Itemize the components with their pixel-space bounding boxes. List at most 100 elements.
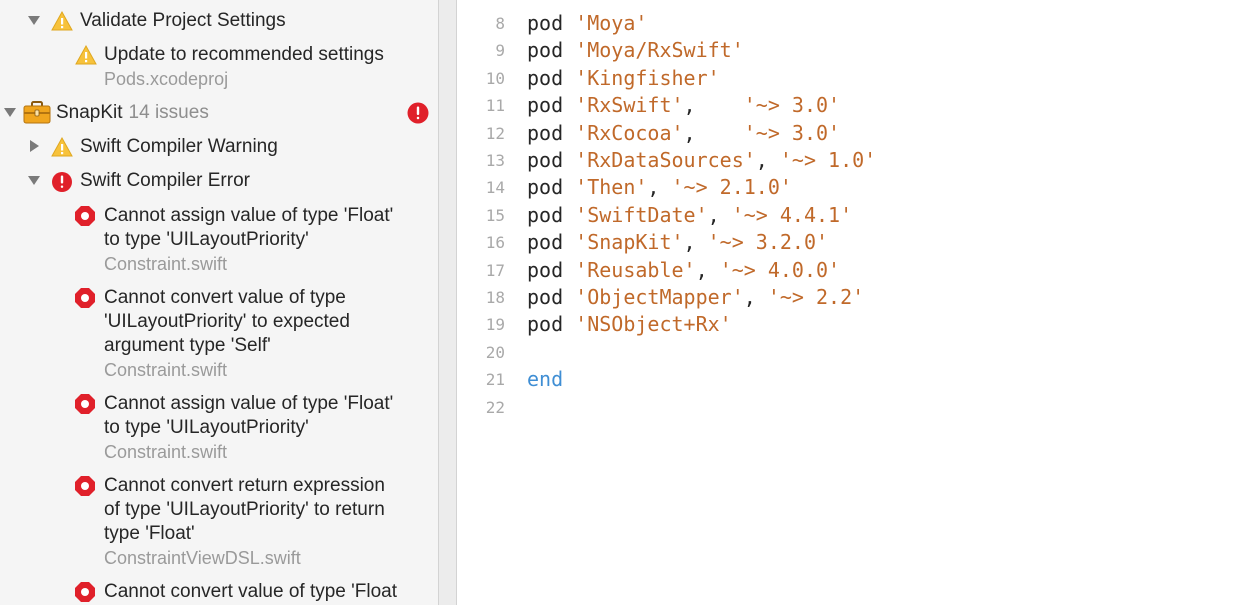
string-token: 'RxDataSources': [575, 148, 756, 172]
code-text: pod 'Reusable', '~> 4.0.0': [527, 257, 840, 284]
issue-file: Constraint.swift: [104, 442, 228, 462]
group-title: Swift Compiler Error: [80, 170, 250, 191]
line-number: 21: [485, 370, 505, 390]
string-token: '~> 3.0': [743, 120, 841, 145]
issue-count-label: 14 issues: [128, 102, 209, 123]
punctuation-token: ,: [647, 175, 672, 200]
line-number: 20: [485, 342, 505, 362]
error-icon: [51, 171, 73, 192]
line-number: 17: [485, 260, 505, 280]
keyword-token: pod: [527, 93, 576, 118]
group-swift-compiler-error[interactable]: Swift Compiler Error: [0, 168, 438, 194]
code-line[interactable]: 13 pod 'RxDataSources', '~> 1.0': [457, 147, 1240, 174]
string-token: 'Reusable': [575, 257, 696, 282]
disclosure-expanded-icon[interactable]: [28, 168, 42, 194]
disclosure-collapsed-icon[interactable]: [28, 134, 42, 160]
code-line[interactable]: 17 pod 'Reusable', '~> 4.0.0': [457, 257, 1240, 284]
project-name: SnapKit: [56, 102, 123, 123]
string-token: 'SwiftDate': [575, 202, 708, 227]
issue-message: Cannot convert return expression of type…: [104, 475, 385, 544]
keyword-token: pod: [527, 38, 576, 63]
code-text: pod 'Kingfisher': [527, 65, 720, 92]
keyword-token: pod: [527, 120, 576, 145]
issue-navigator[interactable]: Validate Project Settings Update to reco…: [0, 0, 438, 605]
code-line[interactable]: 8 pod 'Moya': [457, 10, 1240, 37]
split-view-divider[interactable]: [438, 0, 457, 605]
string-token: 'ObjectMapper': [575, 285, 744, 309]
punctuation-token: ,: [695, 257, 720, 282]
punctuation-token: ,: [683, 230, 708, 255]
string-token: 'RxCocoa': [575, 120, 684, 145]
line-number: 13: [485, 151, 505, 170]
code-text: pod 'Moya/RxSwift': [527, 37, 744, 64]
issue-file: Constraint.swift: [104, 254, 228, 274]
string-token: 'Then': [575, 175, 648, 200]
issue-message: Cannot convert value of type 'Float: [104, 581, 398, 602]
code-line[interactable]: 9 pod 'Moya/RxSwift': [457, 37, 1240, 64]
issue-message: Cannot assign value of type 'Float' to t…: [104, 393, 394, 438]
keyword-token: pod: [527, 148, 576, 172]
string-token: '~> 4.4.1': [731, 202, 853, 227]
warning-icon: [51, 11, 73, 31]
code-line[interactable]: 11 pod 'RxSwift', '~> 3.0': [457, 92, 1240, 119]
punctuation-token: ,: [743, 285, 768, 309]
line-number: 10: [485, 68, 505, 88]
code-text: pod 'SnapKit', '~> 3.2.0': [527, 229, 828, 256]
code-text: pod 'RxSwift', '~> 3.0': [527, 92, 840, 119]
code-line[interactable]: 20: [457, 339, 1240, 366]
issue-file: Pods.xcodeproj: [104, 69, 229, 89]
group-validate-project-settings[interactable]: Validate Project Settings: [0, 8, 438, 34]
punctuation-token: ,: [683, 120, 744, 145]
code-line[interactable]: 21 end: [457, 366, 1240, 393]
punctuation-token: ,: [707, 202, 732, 227]
line-number: 11: [485, 96, 505, 116]
string-token: '~> 2.1.0': [671, 175, 792, 200]
code-text: pod 'Moya': [527, 10, 647, 37]
issue-file: Constraint.swift: [104, 360, 228, 380]
code-line[interactable]: 22: [457, 394, 1240, 421]
issue-message: Update to recommended settings: [104, 44, 384, 65]
error-octagon-icon: [75, 582, 95, 602]
string-token: 'SnapKit': [575, 230, 684, 255]
string-token: 'Kingfisher': [575, 65, 720, 90]
punctuation-token: ,: [755, 148, 780, 172]
line-number: 8: [495, 14, 505, 33]
error-octagon-icon: [75, 476, 95, 496]
line-number: 14: [485, 178, 505, 198]
string-token: '~> 2.2': [767, 285, 865, 309]
error-badge-icon: [407, 102, 429, 124]
source-editor[interactable]: 8 pod 'Moya' 9 pod 'Moya/RxSwift' 10 pod 'Kin…: [457, 0, 1240, 605]
string-token: '~> 4.0.0': [719, 257, 841, 282]
string-token: 'NSObject+Rx': [575, 312, 732, 337]
code-text: pod 'RxDataSources', '~> 1.0': [527, 147, 876, 174]
string-token: 'Moya': [575, 11, 648, 35]
keyword-token: pod: [527, 285, 576, 309]
code-line[interactable]: 14 pod 'Then', '~> 2.1.0': [457, 174, 1240, 201]
code-text: pod 'NSObject+Rx': [527, 311, 732, 338]
code-text: end: [527, 366, 563, 393]
error-octagon-icon: [75, 206, 95, 226]
code-text: pod 'ObjectMapper', '~> 2.2': [527, 284, 864, 311]
keyword-token: pod: [527, 312, 576, 337]
keyword-token: pod: [527, 202, 576, 227]
line-number: 9: [495, 41, 505, 61]
keyword-token: pod: [527, 175, 576, 200]
code-line[interactable]: 10 pod 'Kingfisher': [457, 65, 1240, 92]
group-swift-compiler-warning[interactable]: Swift Compiler Warning: [0, 134, 438, 160]
code-text: pod 'SwiftDate', '~> 4.4.1': [527, 202, 852, 229]
disclosure-expanded-icon[interactable]: [4, 100, 18, 126]
disclosure-expanded-icon[interactable]: [28, 8, 42, 34]
string-token: 'RxSwift': [575, 93, 684, 118]
keyword-token: pod: [527, 257, 576, 282]
toolbox-icon: [23, 101, 51, 124]
keyword-token: pod: [527, 230, 576, 255]
string-token: '~> 1.0': [779, 148, 877, 172]
